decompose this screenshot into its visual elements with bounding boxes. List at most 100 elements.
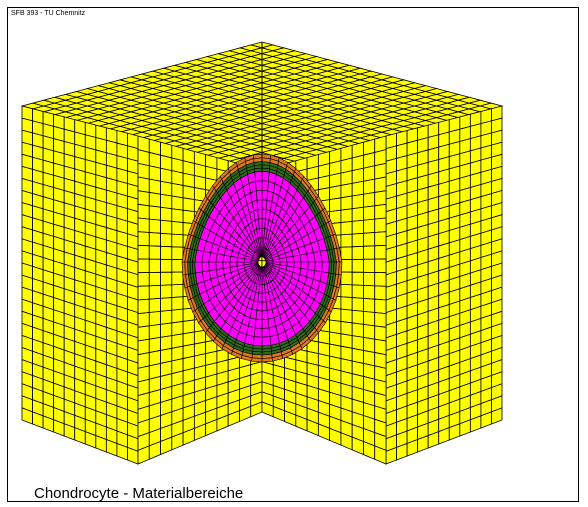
inner-right-cell xyxy=(374,231,387,247)
cell-core-cell xyxy=(261,310,269,320)
inner-right-cell xyxy=(340,283,353,298)
inner-left-cell xyxy=(182,184,195,201)
inner-right-cell xyxy=(340,220,353,236)
inner-right-cell xyxy=(363,178,376,195)
inner-right-cell xyxy=(340,170,353,186)
cell-core-cell xyxy=(258,227,263,239)
inner-left-cell xyxy=(148,165,161,182)
cell-core-cell xyxy=(253,327,263,338)
inner-right-cell xyxy=(329,184,342,201)
cell-core-cell xyxy=(261,327,271,338)
inner-right-cell xyxy=(351,335,364,351)
cell-core-cell xyxy=(256,199,263,210)
cell-core-cell xyxy=(258,218,263,229)
inner-left-cell xyxy=(137,231,150,247)
inner-left-cell xyxy=(160,258,173,273)
inner-left-cell xyxy=(160,335,173,351)
cell-core-cell xyxy=(255,189,263,201)
inner-left-cell xyxy=(137,312,150,328)
cell-core-cell xyxy=(261,170,270,182)
inner-right-cell xyxy=(351,180,364,197)
inner-right-cell xyxy=(374,285,387,301)
inner-right-cell xyxy=(363,271,376,287)
inner-right-cell xyxy=(340,271,353,286)
cell-core-cell xyxy=(201,261,210,273)
inner-right-cell xyxy=(340,208,353,223)
inner-right-cell xyxy=(351,206,364,222)
inner-right-cell xyxy=(340,233,353,248)
inner-left-cell xyxy=(160,193,173,210)
inner-right-cell xyxy=(374,190,387,207)
inner-left-cell xyxy=(148,336,161,354)
inner-left-cell xyxy=(137,325,150,342)
inner-left-cell xyxy=(148,232,161,247)
inner-right-cell xyxy=(374,325,387,342)
inner-right-cell xyxy=(363,336,376,354)
inner-right-cell xyxy=(374,203,387,220)
inner-left-cell xyxy=(148,191,161,208)
inner-right-cell xyxy=(351,193,364,210)
cell-core-cell xyxy=(321,261,330,274)
cell-core-cell xyxy=(285,256,295,263)
inner-right-cell xyxy=(351,245,364,260)
inner-left-cell xyxy=(160,297,173,312)
inner-left-cell xyxy=(148,323,161,340)
inner-left-cell xyxy=(137,203,150,220)
left-face xyxy=(21,105,139,465)
inner-left-cell xyxy=(148,271,161,287)
caption: Chondrocyte - Materialbereiche xyxy=(34,485,244,502)
header-label: SFB 393 - TU Chemnitz xyxy=(11,10,86,17)
inner-right-cell xyxy=(351,309,364,325)
inner-right-cell xyxy=(363,232,376,247)
inner-right-cell xyxy=(363,258,376,273)
inner-right-cell xyxy=(363,284,376,300)
inner-left-cell xyxy=(160,284,173,299)
inner-right-cell xyxy=(351,258,364,273)
inner-left-cell xyxy=(137,272,150,287)
inner-left-cell xyxy=(137,162,150,180)
inner-left-cell xyxy=(160,180,173,197)
inner-left-cell xyxy=(148,205,161,221)
cavity-region xyxy=(137,42,387,465)
cell-core-cell xyxy=(261,284,266,294)
inner-right-cell xyxy=(374,272,387,287)
inner-right-cell xyxy=(340,296,353,311)
cell-core-cell xyxy=(257,208,263,220)
inner-left-cell xyxy=(182,197,195,213)
inner-right-cell xyxy=(340,320,353,337)
inner-left-cell xyxy=(148,310,161,327)
inner-right-cell xyxy=(351,297,364,312)
cell-core-cell xyxy=(261,318,270,329)
cell-core-cell xyxy=(194,261,203,274)
inner-left-cell xyxy=(137,338,150,356)
inner-left-cell xyxy=(137,176,150,193)
inner-right-cell xyxy=(363,191,376,208)
inner-right-cell xyxy=(374,312,387,328)
inner-left-cell xyxy=(171,208,184,223)
inner-right-cell xyxy=(340,182,353,199)
inner-right-cell xyxy=(363,205,376,221)
inner-left-cell xyxy=(171,320,184,337)
inner-right-cell xyxy=(340,195,353,211)
inner-right-cell xyxy=(363,245,376,260)
cell-core-cell xyxy=(208,261,217,272)
inner-left-cell xyxy=(160,206,173,222)
inner-right-cell xyxy=(340,246,353,261)
right-face-cell xyxy=(491,407,503,425)
inner-left-cell xyxy=(182,319,195,335)
inner-left-cell xyxy=(171,182,184,199)
inner-right-cell xyxy=(351,271,364,286)
inner-left-cell xyxy=(171,283,184,298)
inner-left-cell xyxy=(171,170,184,186)
inner-right-cell xyxy=(374,217,387,233)
cell-core-cell xyxy=(254,170,263,182)
inner-right-cell xyxy=(374,244,387,260)
inner-left-cell xyxy=(160,271,173,286)
cell-core-cell xyxy=(229,261,238,268)
cell-core-cell xyxy=(314,261,323,273)
inner-left-cell xyxy=(148,218,161,234)
inner-right-cell xyxy=(329,319,342,335)
inner-left-cell xyxy=(137,244,150,260)
inner-right-cell xyxy=(363,323,376,340)
